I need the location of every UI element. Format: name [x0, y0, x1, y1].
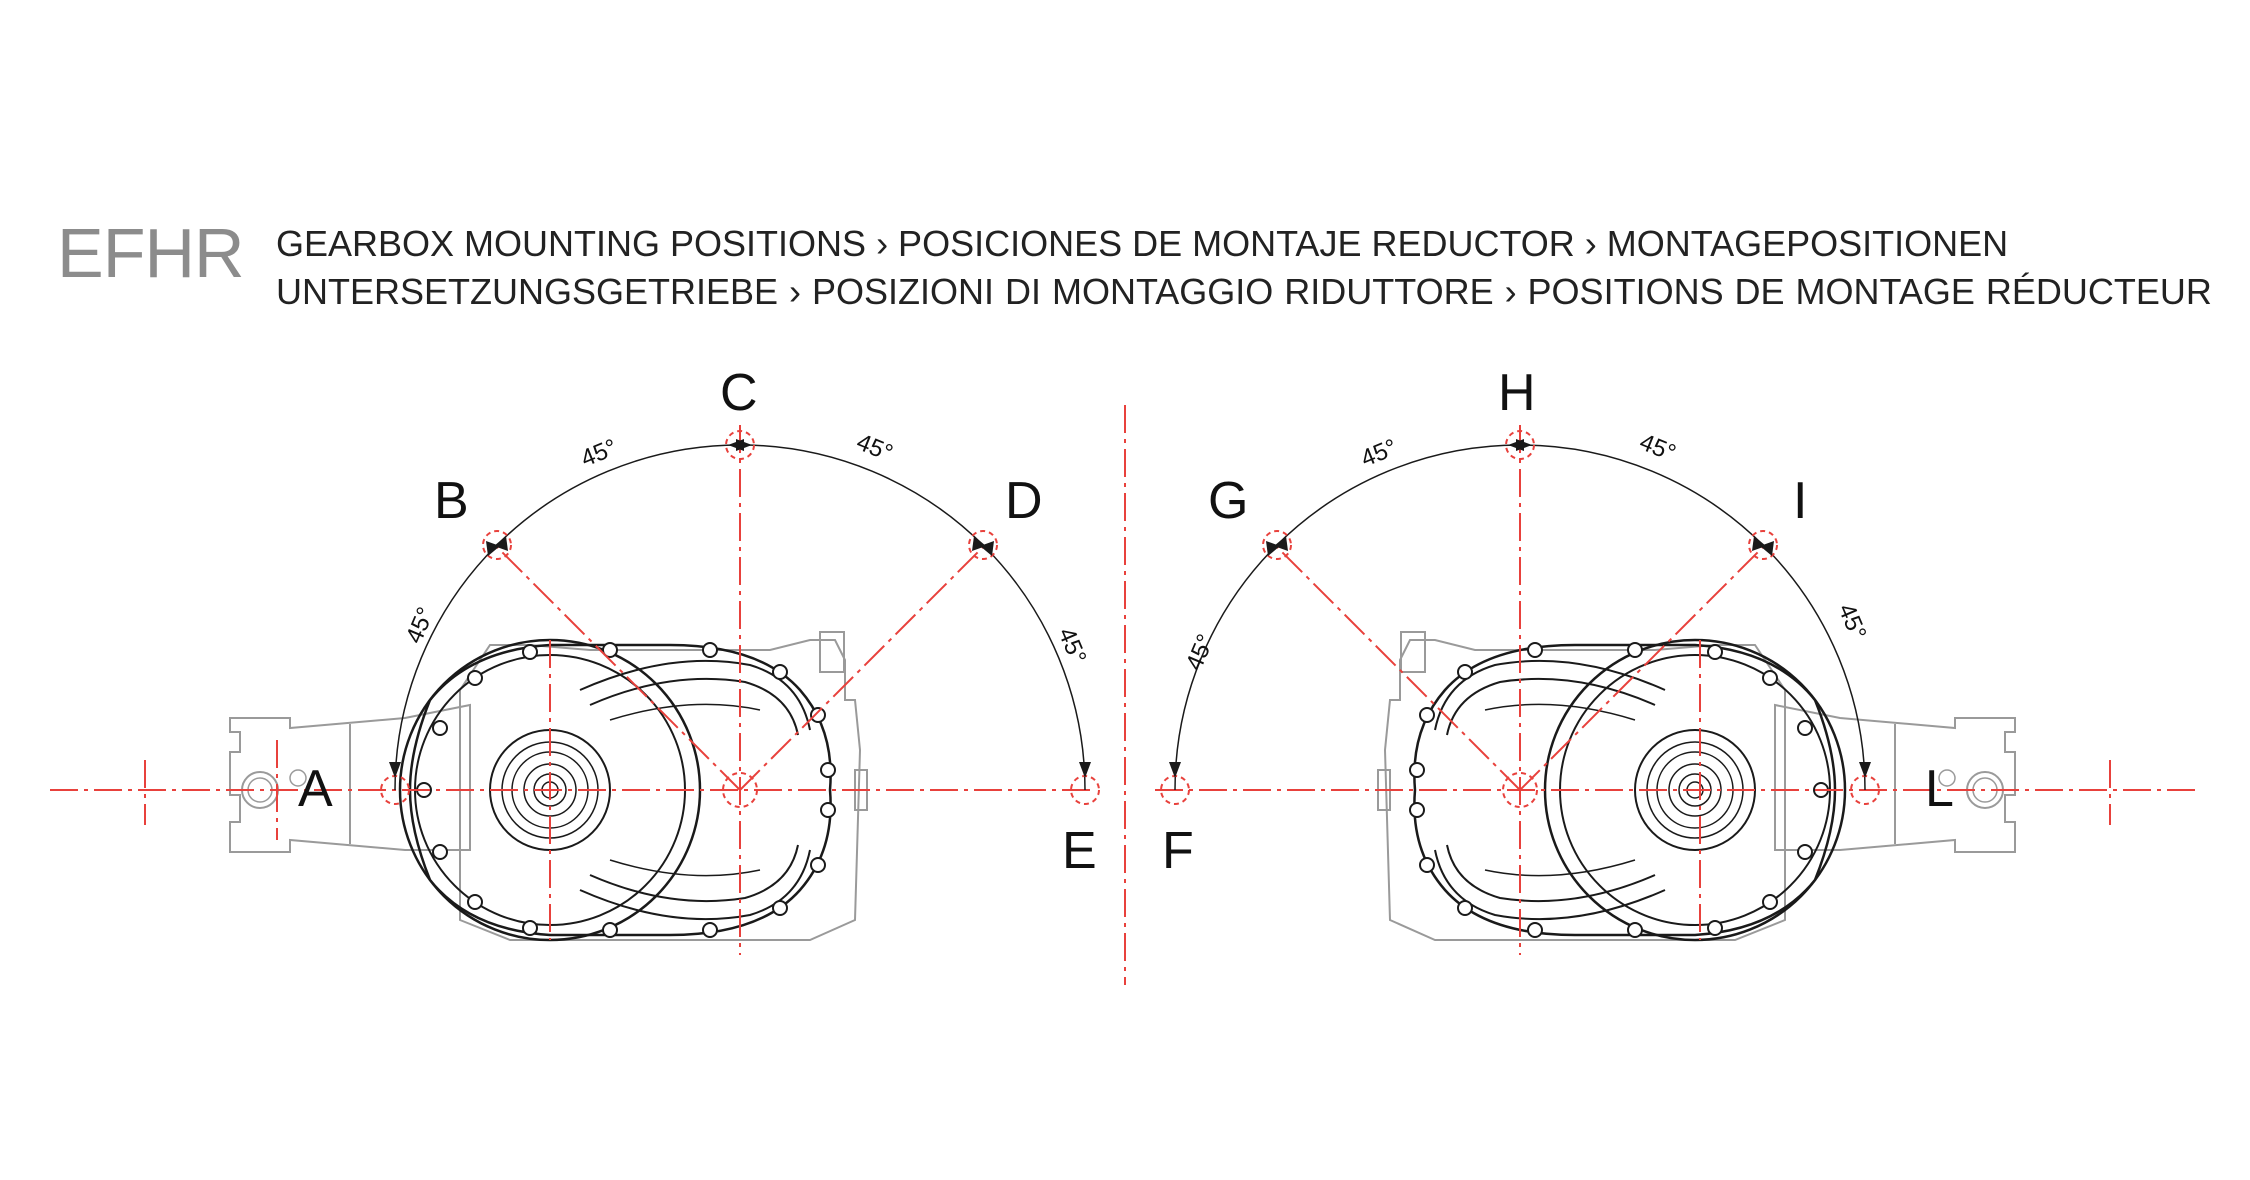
- heading-separator: ›: [789, 271, 802, 312]
- heading-word: POSITIONS: [1527, 271, 1724, 312]
- right-position-markers: [1160, 430, 1880, 808]
- right-gearbox-drawing: [1376, 630, 2017, 942]
- heading-word: RIDUTTORE: [1284, 271, 1494, 312]
- arrowheads: [389, 439, 1871, 778]
- heading-word: POSIZIONI: [812, 271, 995, 312]
- model-code: EFHR: [57, 214, 245, 292]
- left-centerlines: [50, 425, 1095, 955]
- heading-line-1: GEARBOX MOUNTING POSITIONS › POSICIONES …: [276, 223, 2009, 264]
- right-angle-arcs: [1174, 444, 1866, 791]
- heading-line-2: UNTERSETZUNGSGETRIEBE › POSIZIONI DI MON…: [276, 274, 2212, 310]
- position-label: D: [1005, 472, 1043, 530]
- heading-word: DI: [1005, 271, 1041, 312]
- position-label: E: [1062, 822, 1097, 880]
- angle-label: 45°: [1832, 600, 1871, 644]
- heading-word: UNTERSETZUNGSGETRIEBE: [276, 271, 779, 312]
- angle-label: 45°: [1636, 429, 1680, 468]
- heading-word: MONTAGGIO: [1051, 271, 1274, 312]
- position-label: H: [1498, 364, 1536, 422]
- position-label: G: [1208, 472, 1248, 530]
- angle-label: 45°: [1052, 624, 1091, 668]
- position-label: A: [298, 760, 333, 818]
- angle-label: 45°: [1181, 630, 1220, 674]
- left-angle-arcs: [394, 444, 1086, 791]
- position-label: F: [1162, 822, 1194, 880]
- angle-label: 45°: [401, 603, 440, 647]
- right-centerlines: [1155, 425, 2200, 955]
- position-label: C: [720, 364, 758, 422]
- heading-word: DE: [1734, 271, 1785, 312]
- position-label: I: [1793, 472, 1807, 530]
- position-label: B: [434, 472, 469, 530]
- angle-label: 45°: [853, 429, 897, 468]
- heading-separator: ›: [1504, 271, 1517, 312]
- angle-label: 45°: [1357, 434, 1401, 473]
- position-label: L: [1925, 760, 1954, 818]
- angle-label: 45°: [577, 434, 621, 473]
- heading-word: MONTAGE: [1795, 271, 1975, 312]
- heading-word: RÉDUCTEUR: [1985, 271, 2212, 312]
